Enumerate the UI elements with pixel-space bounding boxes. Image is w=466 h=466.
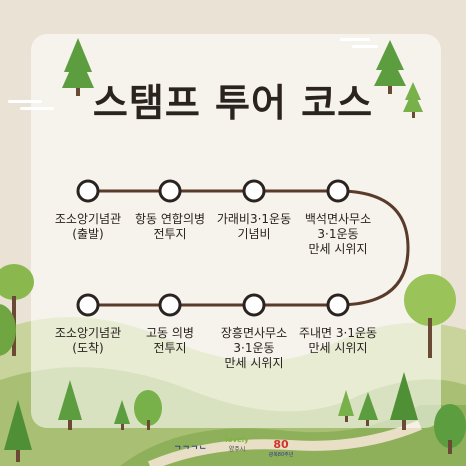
- stop-label-7: 고동 의병 전투지: [146, 326, 194, 355]
- page-title: 스탬프 투어 코스: [92, 81, 374, 125]
- tree-icon: [134, 390, 162, 430]
- tree-icon: [114, 400, 130, 430]
- logo-yangju: lovely 양주시: [220, 436, 254, 453]
- logo-liberation-80: 80 광복80주년: [266, 438, 296, 458]
- stop-label-end: 조소앙기념관 (도착): [54, 326, 122, 355]
- stop-label-6: 장흥면사무소 3·1운동 만세 시위지: [220, 326, 288, 370]
- tree-icon: [338, 390, 354, 422]
- logo-left: ᄀᄀᄀᄂ: [174, 445, 208, 454]
- tree-icon: [358, 392, 378, 426]
- stop-label-start: 조소앙기념관 (출발): [54, 212, 122, 241]
- tree-icon: [403, 82, 423, 118]
- stop-label-2: 항동 연합의병 전투지: [134, 212, 206, 241]
- tree-icon: [374, 40, 406, 94]
- tree-icon: [4, 400, 32, 462]
- tree-icon: [404, 274, 456, 358]
- stop-node-7: [158, 293, 182, 317]
- stop-node-5: [326, 293, 350, 317]
- stop-node-3: [242, 179, 266, 203]
- logo-yangju-mark: lovely: [225, 436, 249, 444]
- tree-icon: [58, 380, 82, 430]
- stop-node-1: [76, 179, 100, 203]
- tree-icon: [390, 372, 418, 430]
- stop-node-2: [158, 179, 182, 203]
- tree-icon: [434, 404, 466, 454]
- content-card: [31, 34, 441, 428]
- logo-yangju-text: 양주시: [228, 446, 246, 453]
- logo-80-number: 80: [273, 438, 289, 451]
- stop-label-3: 가래비3·1운동 기념비: [216, 212, 292, 241]
- stop-node-4: [326, 179, 350, 203]
- stop-node-end: [76, 293, 100, 317]
- stop-label-5: 주내면 3·1운동 만세 시위지: [298, 326, 378, 355]
- stop-label-4: 백석면사무소 3·1운동 만세 시위지: [304, 212, 372, 256]
- logo-80-text: 광복80주년: [268, 452, 294, 458]
- footer-logos: ᄀᄀᄀᄂ lovely 양주시 80 광복80주년: [170, 436, 310, 462]
- tree-icon: [62, 38, 94, 96]
- stop-node-6: [242, 293, 266, 317]
- tree-icon: [0, 304, 16, 356]
